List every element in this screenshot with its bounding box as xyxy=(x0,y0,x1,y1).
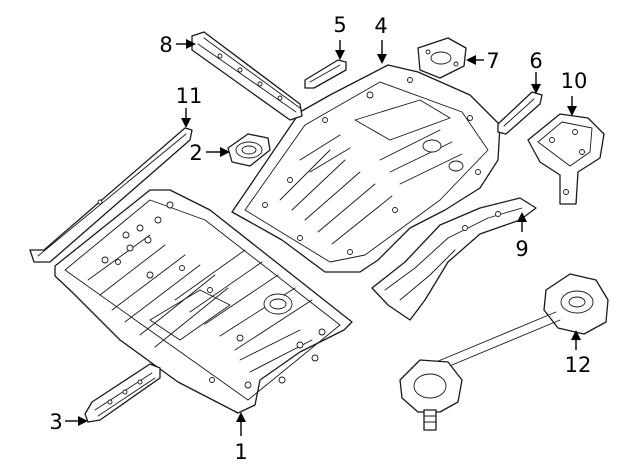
part-5-plate xyxy=(304,59,347,89)
part-10-bracket xyxy=(527,113,605,205)
callouts: 1 2 3 4 5 6 7 8 9 10 xyxy=(49,13,591,464)
callout-8: 8 xyxy=(159,33,172,57)
part-12-spare-tire-carrier xyxy=(399,273,609,431)
callout-1: 1 xyxy=(234,440,247,464)
callout-6: 6 xyxy=(529,49,542,73)
part-8-rail xyxy=(191,31,303,121)
part-1-front-floor-pan xyxy=(54,189,353,414)
part-3-bracket xyxy=(84,363,161,423)
part-7-reinforcement xyxy=(417,37,467,79)
part-11-brace xyxy=(29,127,193,263)
callout-9: 9 xyxy=(515,237,528,261)
callout-7: 7 xyxy=(486,49,499,73)
callout-12: 12 xyxy=(565,353,592,377)
callout-10: 10 xyxy=(561,69,588,93)
callout-4: 4 xyxy=(374,14,387,38)
callout-2: 2 xyxy=(189,141,202,165)
callout-5: 5 xyxy=(333,13,346,37)
part-2-grommet xyxy=(227,133,271,167)
callout-11: 11 xyxy=(176,84,203,108)
part-6-bracket xyxy=(497,91,543,135)
callout-3: 3 xyxy=(49,410,62,434)
